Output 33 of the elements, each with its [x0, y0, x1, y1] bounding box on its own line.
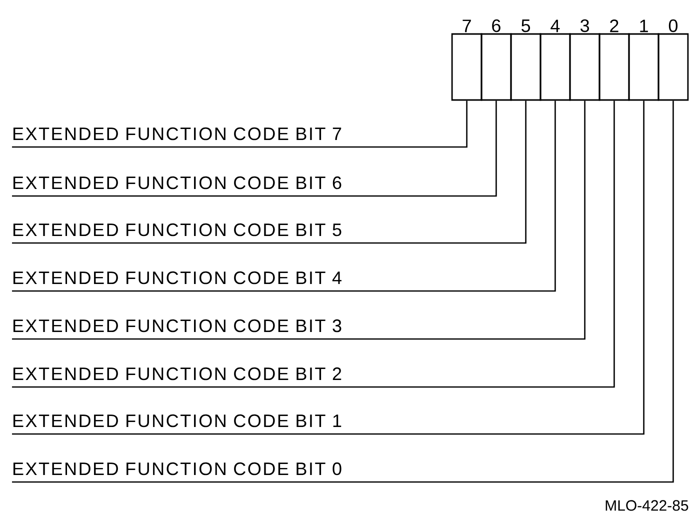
node-label: 6 [492, 19, 500, 32]
node-label: 1 [640, 20, 648, 32]
bit-cell: 0 [658, 19, 689, 101]
leader-line [12, 100, 468, 148]
signal-label: EXTENDED FUNCTION CODE BIT 1 [13, 414, 342, 428]
leader-line [12, 100, 497, 197]
leader-line [12, 100, 674, 483]
leader-line [12, 100, 615, 388]
bit-cell: 5 [510, 20, 542, 101]
bit-cell: 6 [480, 19, 512, 101]
signal-label: EXTENDED FUNCTION CODE BIT 2 [13, 367, 342, 380]
signal-label: EXTENDED FUNCTION CODE BIT 5 [13, 223, 342, 236]
signal-label: EXTENDED FUNCTION CODE BIT 4 [13, 271, 342, 284]
figure-number: MLO-422-85 [606, 500, 688, 511]
leader-line [12, 100, 556, 292]
node-label: 3 [580, 19, 590, 32]
node-label: 5 [522, 20, 530, 32]
node-label: 4 [550, 20, 560, 32]
bit-cell: 4 [540, 20, 571, 101]
leader-line [12, 100, 644, 435]
node-label: 2 [610, 20, 618, 32]
signal-label: EXTENDED FUNCTION CODE BIT 3 [13, 319, 342, 332]
bit-cell: 2 [598, 20, 630, 101]
signal-label: EXTENDED FUNCTION CODE BIT 6 [13, 176, 342, 190]
node-label: 7 [462, 20, 471, 32]
bit-cell: 1 [628, 20, 660, 101]
signal-label: EXTENDED FUNCTION CODE BIT 7 [13, 127, 342, 140]
signal-label: EXTENDED FUNCTION CODE BIT 0 [13, 462, 342, 476]
bit-cell: 3 [569, 19, 600, 101]
leader-line [12, 100, 586, 340]
bit-cell: 7 [451, 20, 482, 101]
leader-line [12, 100, 526, 244]
node-label: 0 [668, 19, 678, 32]
